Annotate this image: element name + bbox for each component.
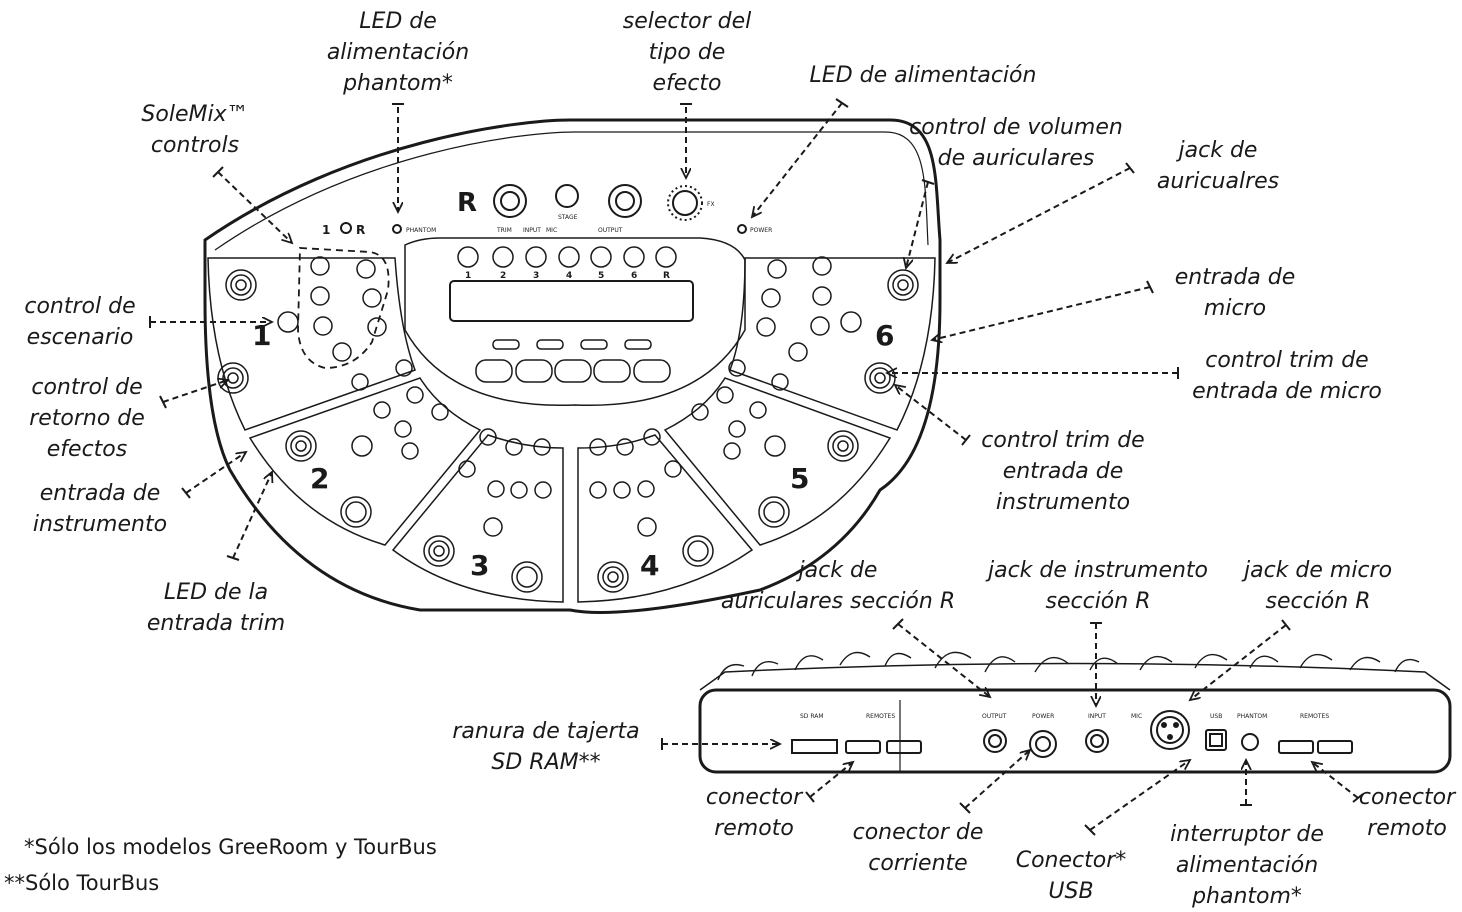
arrow-headphone-volume	[906, 182, 928, 268]
rear-text-input: INPUT	[1088, 713, 1106, 720]
label-phantom-led: LED de alimentación phantom*	[318, 6, 478, 99]
arrow-remote-left	[810, 762, 853, 797]
master-knob-label: 5	[598, 271, 604, 281]
label-power-led: LED de alimentación	[798, 60, 1048, 91]
channel-number-6: 6	[875, 319, 894, 352]
label-power-connector: conector de corriente	[838, 817, 998, 879]
label-solemix: SoleMix™ controls	[120, 99, 270, 161]
sd-card-slot[interactable]	[792, 740, 837, 753]
output-text: OUTPUT	[598, 227, 623, 234]
phantom-led-text: PHANTOM	[406, 227, 436, 234]
label-sd-slot: ranura de tajerta SD RAM**	[436, 716, 656, 778]
return-r-text: R	[356, 223, 365, 237]
rear-view: SD RAM REMOTES OUTPUT POWER INPUT MIC US…	[700, 652, 1450, 772]
rear-knobs-silhouette	[718, 652, 1419, 680]
channel-number-5: 5	[790, 462, 809, 495]
label-phantom-switch: interruptor de alimentación phantom*	[1158, 819, 1336, 912]
channel-number-3: 3	[470, 549, 489, 582]
phantom-led	[393, 225, 401, 233]
rear-text-remotes-right: REMOTES	[1300, 713, 1329, 720]
label-headphone-jack: jack de auricualres	[1130, 135, 1306, 197]
stage-text: STAGE	[558, 214, 578, 221]
footnote-models: *Sólo los modelos GreeRoom y TourBus	[24, 832, 437, 862]
input-text: INPUT	[523, 227, 541, 234]
label-headphone-volume: control de volumen de auriculares	[898, 112, 1134, 174]
power-connector[interactable]	[1030, 731, 1056, 757]
channel-1-wedge	[208, 258, 415, 430]
rear-text-output: OUTPUT	[982, 713, 1007, 720]
channel-5-wedge	[665, 378, 890, 545]
master-knob-label: 2	[500, 271, 506, 281]
fx-selector-knob[interactable]	[673, 191, 697, 215]
return-1-text: 1	[322, 223, 330, 237]
master-knob-label: 6	[631, 271, 637, 281]
label-fx-return: control de retorno de efectos	[16, 372, 158, 465]
top-view: R PHANTOM POWER STAGE FX TRIM INPUT MIC …	[205, 120, 940, 613]
input-jack[interactable]	[1086, 730, 1108, 752]
rear-panel	[700, 690, 1450, 772]
arrow-headphone-jack	[947, 168, 1130, 263]
label-trim-led: LED de la entrada trim	[136, 577, 296, 639]
remote-port-right-1[interactable]	[1279, 741, 1313, 753]
arrow-r-headphone	[898, 624, 990, 697]
master-knobs	[458, 247, 676, 267]
rear-text-usb: USB	[1210, 713, 1222, 720]
arrow-solemix	[218, 172, 292, 243]
label-r-headphone-jack: jack de auriculares sección R	[708, 555, 968, 617]
section-r-label: R	[457, 188, 477, 218]
fx-text: FX	[707, 201, 715, 208]
output-jack[interactable]	[984, 730, 1006, 752]
label-r-instrument-jack: jack de instrumento sección R	[976, 555, 1220, 617]
rear-text-phantom: PHANTOM	[1237, 713, 1267, 720]
remote-port-left-1[interactable]	[846, 741, 880, 753]
remote-port-right-2[interactable]	[1318, 741, 1352, 753]
lcd-display	[450, 281, 693, 321]
arrow-instrument-input	[186, 452, 246, 493]
label-remote-right: conector remoto	[1352, 782, 1462, 844]
callout-arrows	[150, 103, 1358, 830]
channel-2-wedge	[250, 378, 480, 545]
rear-text-power: POWER	[1032, 713, 1054, 720]
master-knob-label: 1	[465, 271, 471, 281]
label-fx-selector: selector del tipo de efecto	[612, 6, 762, 99]
rear-text-sd-ram: SD RAM	[800, 713, 824, 720]
return-selector[interactable]	[341, 223, 351, 233]
label-usb-connector: Conector* USB	[1006, 845, 1136, 907]
channel-number-2: 2	[310, 462, 329, 495]
label-mic-trim: control trim de entrada de micro	[1182, 345, 1392, 407]
label-instrument-input: entrada de instrumento	[20, 478, 180, 540]
rear-text-remotes-left: REMOTES	[866, 713, 895, 720]
power-led-text: POWER	[750, 227, 772, 234]
phantom-switch[interactable]	[1242, 734, 1258, 750]
label-stage-control: control de escenario	[14, 291, 146, 353]
master-knob-label: 4	[566, 271, 572, 281]
footnote-tourbus: **Sólo TourBus	[4, 868, 159, 898]
rear-text-mic: MIC	[1131, 713, 1142, 720]
arrow-power-connector	[965, 750, 1030, 808]
remote-port-left-2[interactable]	[887, 741, 921, 753]
power-led	[738, 225, 746, 233]
label-remote-left: conector remoto	[698, 782, 810, 844]
label-instrument-trim: control trim de entrada de instrumento	[968, 425, 1158, 518]
master-buttons	[476, 340, 670, 382]
channel-number-1: 1	[252, 319, 271, 352]
channel-6-wedge	[730, 258, 935, 430]
master-knob-label: R	[663, 271, 670, 281]
mic-text: MIC	[546, 227, 557, 234]
label-r-mic-jack: jack de micro sección R	[1226, 555, 1410, 617]
label-mic-input: entrada de micro	[1160, 262, 1310, 324]
channel-knobs	[218, 257, 918, 592]
master-knob-label: 3	[533, 271, 539, 281]
arrow-mic-input	[932, 287, 1150, 340]
channel-number-4: 4	[640, 549, 659, 582]
trim-text: TRIM	[496, 227, 512, 234]
section-r-knobs	[494, 185, 702, 220]
